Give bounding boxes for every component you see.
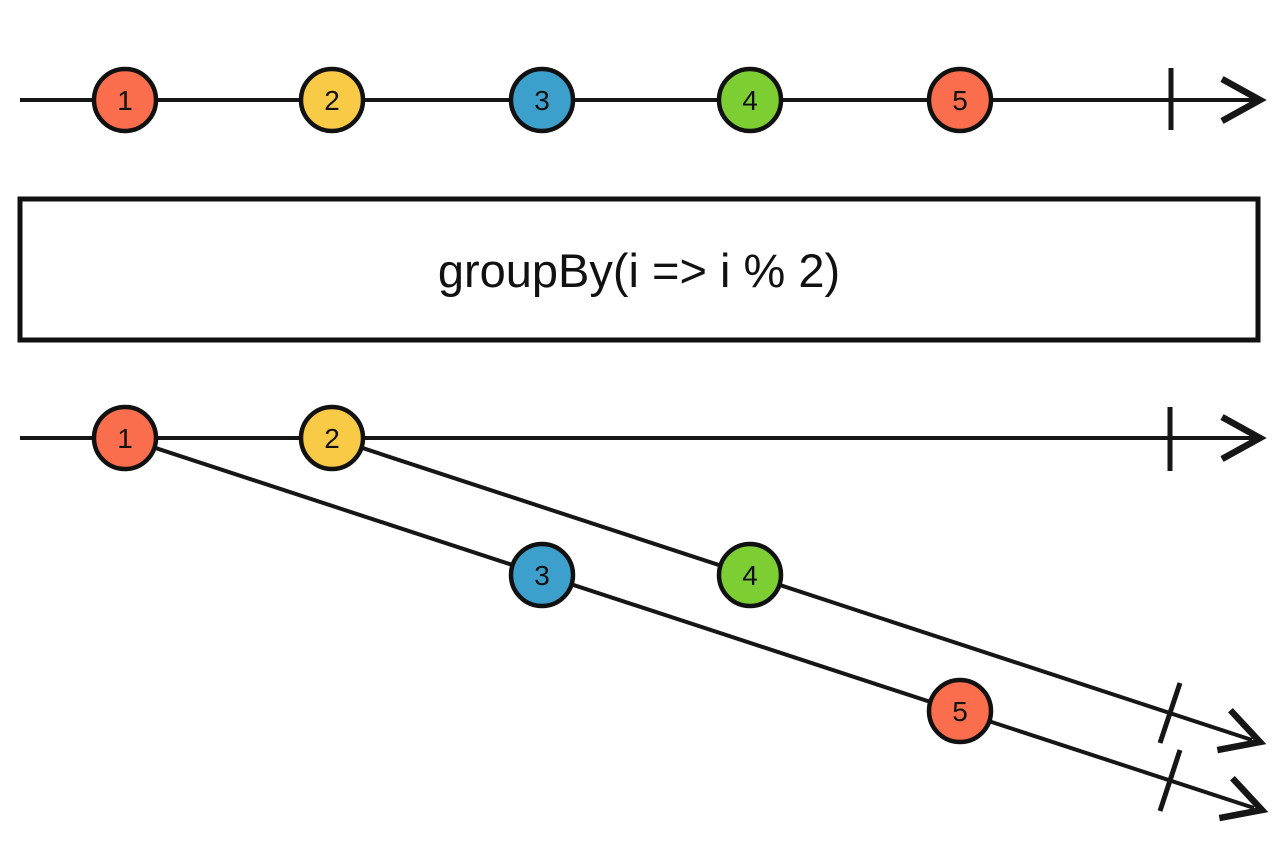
- group-odd-complete-tick: [1157, 749, 1183, 812]
- group-even-marble-4: 4: [716, 541, 784, 609]
- group-even-timeline: [331, 436, 1253, 742]
- operator-label: groupBy(i => i % 2): [438, 244, 840, 297]
- output-marble-1: 1: [91, 404, 159, 472]
- marble-circle: [298, 66, 366, 134]
- marble-label: 1: [117, 423, 133, 454]
- marble-circle: [298, 404, 366, 472]
- marble-circle: [716, 541, 784, 609]
- marble-circle: [926, 677, 994, 745]
- marble-label: 2: [324, 423, 340, 454]
- marble-circle: [716, 66, 784, 134]
- input-stream: 1 2 3 4 5: [20, 66, 1267, 134]
- input-arrowhead-icon: [1220, 76, 1267, 124]
- marble-label: 3: [534, 560, 550, 591]
- input-marble-3: 3: [508, 66, 576, 134]
- input-marble-2: 2: [298, 66, 366, 134]
- marble-circle: [508, 541, 576, 609]
- marble-label: 4: [742, 560, 758, 591]
- marble-label: 1: [117, 85, 133, 116]
- marble-circle: [926, 66, 994, 134]
- input-marble-1: 1: [91, 66, 159, 134]
- group-odd-arrowhead-icon: [1218, 775, 1269, 822]
- operator-box: groupBy(i => i % 2): [17, 196, 1261, 343]
- marble-circle: [91, 66, 159, 134]
- marble-circle: [508, 66, 576, 134]
- marble-label: 4: [742, 85, 758, 116]
- operator-box-frame: [17, 196, 1261, 343]
- input-marble-5: 5: [926, 66, 994, 134]
- output-stream: 1 2 3 5 4: [20, 404, 1269, 822]
- group-odd-marble-5: 5: [926, 677, 994, 745]
- input-marble-4: 4: [716, 66, 784, 134]
- group-even-complete-tick: [1157, 682, 1183, 744]
- group-odd-timeline: [124, 436, 1255, 810]
- marble-label: 2: [324, 85, 340, 116]
- marble-label: 5: [952, 85, 968, 116]
- marble-circle: [91, 404, 159, 472]
- group-odd-marble-3: 3: [508, 541, 576, 609]
- marble-label: 5: [952, 696, 968, 727]
- marble-label: 3: [534, 85, 550, 116]
- group-even-arrowhead-icon: [1216, 707, 1267, 754]
- output-marble-2: 2: [298, 404, 366, 472]
- output-arrowhead-icon: [1220, 414, 1267, 462]
